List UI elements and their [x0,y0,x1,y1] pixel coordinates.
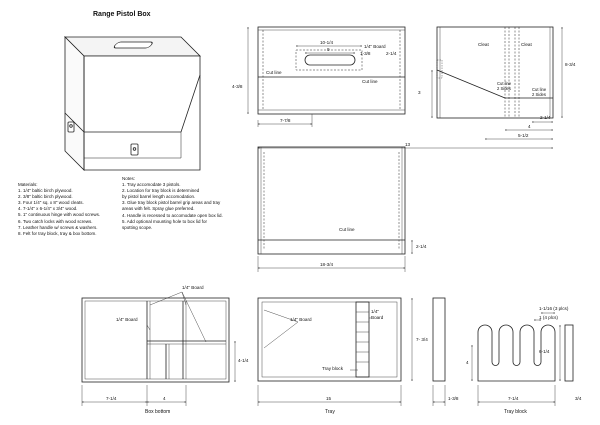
block-side-view [564,324,574,382]
dim-label: 4 [528,124,531,129]
dim-label: 4-3/8 [232,84,243,89]
dim-label: 4-1/4 [238,358,249,363]
cut-line-label: Cut line [266,70,282,75]
materials-item: 7. Leather handle w/ screws & washers. [18,224,98,230]
dim-label: 7-1/4 [106,396,117,401]
tray-block-caption: Tray block [504,409,527,415]
board-label: 1/4" [371,309,380,314]
notes-heading: Notes: [122,176,136,181]
cut-line-label: Cut line [339,227,355,232]
board-label: 1/4" Board [364,44,386,49]
latch-left [67,121,75,133]
board-label: 1/4" Board [182,285,204,290]
dim-label: 8-3/4 [565,62,576,67]
cleat-label: Cleat [478,42,489,47]
latch-right [130,143,139,156]
dim-label: 2-1/4 [386,51,397,56]
notes-item: 1. Tray accomodate 3 pistols. [122,182,181,188]
dim-label: 7-7/8 [280,118,291,123]
box-bottom-caption: Box bottom [145,409,171,415]
drawing-title: Range Pistol Box [93,11,151,18]
sides-label: 2 Sides [532,92,546,97]
materials-list: Materials: 1. 1/4" baltic birch plywood.… [18,182,100,237]
materials-item: 8. Felt for tray block, tray & box botto… [18,230,97,236]
materials-item: 6. Two catch locks with wood screws. [18,218,93,224]
dim-label: 3 [418,90,421,95]
top-view [257,146,413,272]
dim-label: 6-1/4 [539,349,550,354]
side-view [257,26,563,149]
materials-item: 4. 7-1/4" x 6-1/4" x 3/4" wood. [18,206,78,212]
cleat-label: Cleat [521,42,532,47]
notes-item: 4. Handle is recessed to accomodate open… [122,212,223,218]
dim-label: 3/4 [575,396,582,401]
dim-label: 1-3/8 [360,51,371,56]
dim-label: 7-1/4 [508,396,519,401]
sides-label: 2 Sides [497,86,511,91]
notes-item: 2. Location for tray block is determined [122,188,200,194]
dim-label: 1 (4 plcs) [539,315,558,320]
notes-item: 3. Glue tray block pistol barrel grip ar… [122,200,221,206]
cut-line-label: Cut line [497,81,512,86]
dim-label: 15 [326,396,332,401]
dim-label: 4 [466,360,469,365]
materials-heading: Materials: [18,182,38,187]
materials-item: 1. 1/4" baltic birch plywood. [18,188,73,194]
notes-list: Notes: 1. Tray accomodate 3 pistols. 2. … [122,176,223,231]
tray-view [257,297,413,406]
dim-label: 5-1/2 [518,133,529,138]
dim-label: 10-1/4 [320,40,334,45]
dim-label: 4 [163,396,166,401]
dim-label: 9 [327,47,330,52]
isometric-box [64,36,201,171]
dim-label: 13 [405,142,411,147]
cut-line-label: Cut line [362,79,378,84]
materials-item: 2. 3/8" baltic birch plywood. [18,194,73,200]
board-label: Board [371,315,384,320]
cut-line-label: Cut line [532,87,547,92]
tray-side-view [432,297,446,406]
materials-item: 5. 1" continuous hinge with wood screws. [18,212,101,218]
dim-label: 1-3/8 [448,396,459,401]
dim-label: 2-1/4 [540,115,551,120]
dim-label: 1-1/16 (3 plcs) [539,306,569,311]
dim-label: 18-3/4 [320,262,334,267]
notes-item: 5. Add optional mounting hole to box lid… [122,218,208,224]
front-view [247,26,406,127]
tray-caption: Tray [325,409,335,415]
materials-item: 3. Four 1/4" sq. x 8" wood cleats. [18,200,84,206]
tray-block-view [471,312,561,406]
board-label: 1/4" Board [290,317,312,322]
board-label: 1/4" Board [116,317,138,322]
notes-item: spotting scope. [122,224,153,230]
dim-label: 7- 3/4 [416,337,428,342]
box-bottom-view [81,291,236,406]
notes-item: areas with felt. Spray glue preferred. [122,206,195,212]
tray-block-label: Tray block [322,366,344,371]
dim-label: 2-1/4 [416,244,427,249]
notes-item: by pistol barrel length accomodation. [122,194,196,200]
